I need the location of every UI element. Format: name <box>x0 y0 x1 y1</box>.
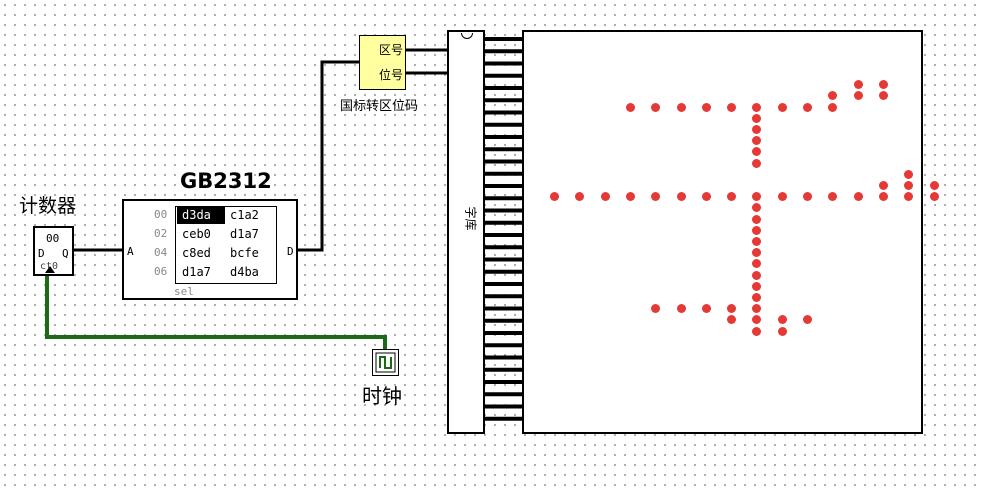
led-dot <box>752 326 762 336</box>
converter-caption: 国标转区位码 <box>340 99 419 114</box>
counter-component[interactable]: 00 D Q ct0 <box>33 226 74 276</box>
led-dot <box>853 80 863 90</box>
led-dot <box>651 192 661 202</box>
led-dot <box>752 270 762 280</box>
led-dot <box>803 102 813 112</box>
led-dot <box>701 192 711 202</box>
rom-pin-a: A <box>127 245 134 258</box>
rom-row-address: 06 <box>154 265 168 278</box>
led-dot <box>929 192 939 202</box>
led-dot <box>752 214 762 224</box>
led-dot <box>879 181 889 190</box>
led-dot <box>625 192 635 202</box>
led-dot <box>727 192 737 202</box>
clock-component[interactable] <box>372 349 399 376</box>
led-dot <box>752 259 762 269</box>
rom-component[interactable]: A D 00 d3da c1a2 02 ceb0 d1a7 04 c8ed bcfe 06 d1a7… <box>122 199 298 300</box>
wire-rom-to-converter[interactable] <box>297 60 360 252</box>
led-dot <box>752 225 762 235</box>
rom-title: GB2312 <box>180 169 272 193</box>
rom-cell[interactable]: d1a7 <box>230 227 259 241</box>
led-dot <box>752 304 762 314</box>
led-dot <box>803 192 813 202</box>
rom-row-address: 00 <box>154 208 168 221</box>
rom-sel-label: sel <box>174 285 194 298</box>
led-dot <box>727 315 737 325</box>
led-dot <box>651 304 661 314</box>
counter-title: 计数器 <box>19 195 77 217</box>
led-dot <box>651 102 661 112</box>
led-dot <box>752 237 762 246</box>
converter-port-qu: 区号 <box>379 43 404 57</box>
led-dot <box>752 125 762 134</box>
led-dot <box>752 281 762 291</box>
led-dot <box>625 102 635 112</box>
led-dot <box>828 102 838 112</box>
led-dot <box>701 304 711 314</box>
led-dot <box>879 91 889 101</box>
rom-cell[interactable]: c1a2 <box>230 208 259 222</box>
font-rom-clock-notch <box>461 33 473 39</box>
led-dot <box>752 158 762 168</box>
counter-pin-q: Q <box>62 247 69 260</box>
led-dot <box>752 293 762 302</box>
led-dot <box>752 113 762 123</box>
led-dot <box>752 147 762 157</box>
wire-clock-to-counter[interactable] <box>45 275 387 350</box>
led-dot <box>600 192 610 202</box>
counter-pin-d: D <box>38 247 45 260</box>
led-dot <box>752 248 762 258</box>
rom-cell[interactable]: ceb0 <box>182 227 211 241</box>
led-dot <box>828 192 838 202</box>
rom-cell[interactable]: d3da <box>177 207 225 224</box>
led-dot <box>752 136 762 146</box>
led-dot <box>727 102 737 112</box>
led-dot <box>853 91 863 101</box>
rom-cell[interactable]: bcfe <box>230 246 259 260</box>
led-dot <box>676 192 686 202</box>
led-dot <box>676 102 686 112</box>
rom-cell[interactable]: d1a7 <box>182 265 211 279</box>
led-dot <box>777 192 787 202</box>
led-dot <box>752 315 762 325</box>
led-dot <box>904 192 914 202</box>
led-dot <box>777 315 787 325</box>
rom-cell[interactable]: d4ba <box>230 265 259 279</box>
matrix-dots <box>524 32 939 432</box>
font-rom-label: 字库 <box>463 206 478 231</box>
led-dot <box>777 102 787 112</box>
led-dot <box>929 181 939 190</box>
led-dot <box>828 91 838 101</box>
rom-row-address: 02 <box>154 227 168 240</box>
led-dot <box>550 192 559 202</box>
square-wave-icon <box>375 352 396 373</box>
led-dot <box>879 192 889 202</box>
led-dot <box>701 102 711 112</box>
led-dot <box>752 192 762 202</box>
led-dot <box>575 192 585 202</box>
converter-component[interactable]: 区号 位号 <box>359 35 406 90</box>
led-dot <box>879 80 889 90</box>
rom-row-address: 04 <box>154 246 168 259</box>
led-dot <box>752 203 762 213</box>
led-dot <box>777 326 787 336</box>
converter-port-wei: 位号 <box>379 68 404 82</box>
led-dot <box>904 169 914 179</box>
led-dot <box>904 181 914 190</box>
led-dot <box>853 192 863 202</box>
clock-caption: 时钟 <box>362 384 402 408</box>
led-dot <box>676 304 686 314</box>
rom-cell[interactable]: c8ed <box>182 246 211 260</box>
counter-value: 00 <box>46 232 60 245</box>
font-rom-component[interactable]: 字库 <box>447 30 485 434</box>
led-matrix[interactable] <box>522 30 939 434</box>
led-dot <box>727 304 737 314</box>
clock-input-triangle <box>45 266 55 273</box>
bus-lines <box>485 37 522 421</box>
led-dot <box>752 102 762 112</box>
rom-pin-d: D <box>287 245 294 258</box>
led-dot <box>803 315 813 325</box>
